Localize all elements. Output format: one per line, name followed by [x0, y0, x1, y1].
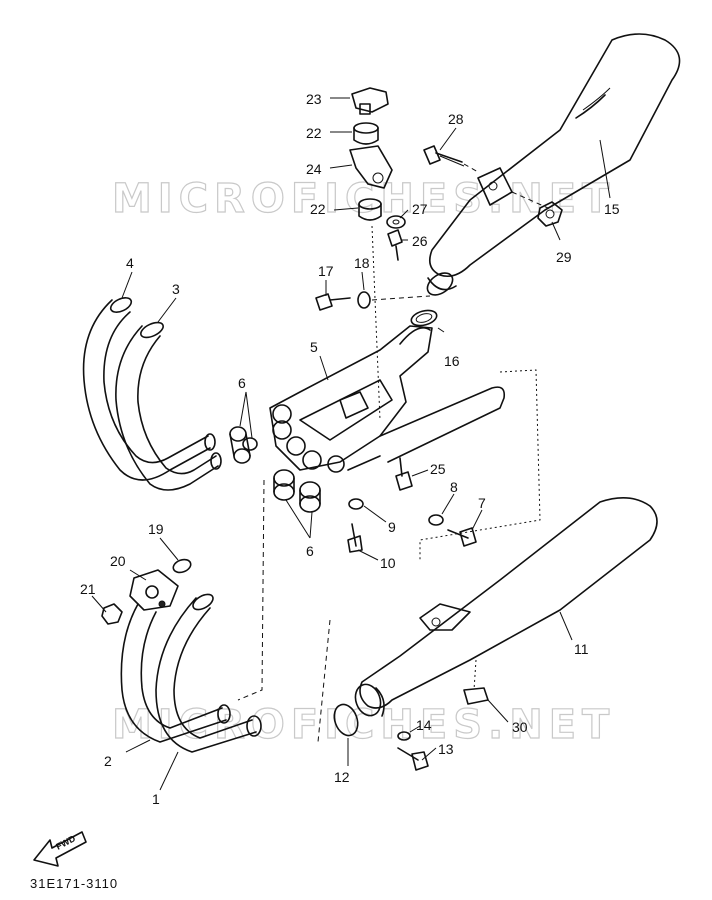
- washer-part-18[interactable]: [357, 291, 371, 309]
- gasket-part-12[interactable]: [330, 701, 362, 739]
- clamp-part-19[interactable]: [171, 557, 192, 574]
- callout-10: 10: [380, 555, 396, 571]
- callout-16: 16: [444, 353, 460, 369]
- callout-8: 8: [450, 479, 458, 495]
- callout-27: 27: [412, 201, 428, 217]
- callout-labels: 23 28 22 24 22 27 26 15 29 4 3 17 18 5 1…: [80, 91, 620, 807]
- watermark-bottom: MICROFICHES.NET: [112, 702, 615, 748]
- bolt-part-28[interactable]: [423, 145, 465, 167]
- nut-part-21[interactable]: [101, 603, 123, 625]
- muffler-upper-part-15[interactable]: [423, 33, 681, 299]
- bolt-part-17[interactable]: [315, 293, 351, 311]
- exhaust-pipe-part-3[interactable]: [115, 319, 222, 491]
- washer-part-8[interactable]: [428, 514, 444, 526]
- gasket-part-16[interactable]: [410, 308, 439, 328]
- callout-15: 15: [604, 201, 620, 217]
- callout-11: 11: [574, 641, 589, 657]
- callout-13: 13: [438, 741, 454, 757]
- watermark-top: MICROFICHES.NET: [112, 176, 615, 222]
- rubber-damper-part-22-upper[interactable]: [353, 122, 379, 145]
- bolt-part-10[interactable]: [347, 523, 363, 553]
- forward-arrow-icon: FWD: [33, 831, 87, 867]
- callout-21: 21: [80, 581, 96, 597]
- bolt-part-13[interactable]: [397, 747, 429, 771]
- bracket-part-24[interactable]: [349, 145, 393, 189]
- exhaust-chamber-part-5[interactable]: [269, 325, 506, 473]
- reference-code: 31E171-3110: [30, 876, 119, 891]
- bolt-part-7[interactable]: [447, 527, 477, 547]
- callout-14: 14: [416, 717, 432, 733]
- callout-26: 26: [412, 233, 428, 249]
- callout-3: 3: [172, 281, 180, 297]
- bolt-part-26[interactable]: [387, 229, 403, 261]
- callout-2: 2: [104, 753, 112, 769]
- callout-24: 24: [306, 161, 322, 177]
- callout-22: 22: [306, 125, 322, 141]
- callout-22-lower: 22: [310, 201, 326, 217]
- bracket-bolt-part-23[interactable]: [351, 87, 389, 115]
- callout-25: 25: [430, 461, 446, 477]
- callout-23: 23: [306, 91, 322, 107]
- gasket-part-6-lower[interactable]: [273, 469, 321, 513]
- muffler-lower-part-11[interactable]: [351, 497, 658, 719]
- exhaust-pipe-part-4[interactable]: [82, 295, 216, 481]
- callout-6-lower: 6: [306, 543, 314, 559]
- callout-29: 29: [556, 249, 572, 265]
- exhaust-pipe-part-1[interactable]: [155, 591, 262, 753]
- callout-18: 18: [354, 255, 370, 271]
- washer-part-27[interactable]: [386, 215, 406, 229]
- leader-lines: [91, 97, 611, 791]
- washer-part-9[interactable]: [348, 498, 364, 510]
- callout-28: 28: [448, 111, 464, 127]
- callout-9: 9: [388, 519, 396, 535]
- callout-30: 30: [512, 719, 528, 735]
- callout-1: 1: [152, 791, 160, 807]
- callout-5: 5: [310, 339, 318, 355]
- nut-part-29[interactable]: [537, 201, 563, 227]
- callout-7: 7: [478, 495, 486, 511]
- callout-12: 12: [334, 769, 350, 785]
- callout-4: 4: [126, 255, 134, 271]
- callout-17: 17: [318, 263, 334, 279]
- washer-part-14[interactable]: [397, 731, 411, 741]
- flange-part-20[interactable]: [129, 569, 179, 611]
- bolt-part-25[interactable]: [395, 457, 413, 491]
- callout-19: 19: [148, 521, 164, 537]
- callout-6-upper: 6: [238, 375, 246, 391]
- gasket-part-6-upper[interactable]: [229, 426, 258, 464]
- callout-20: 20: [110, 553, 126, 569]
- rubber-damper-part-22-lower[interactable]: [358, 198, 382, 221]
